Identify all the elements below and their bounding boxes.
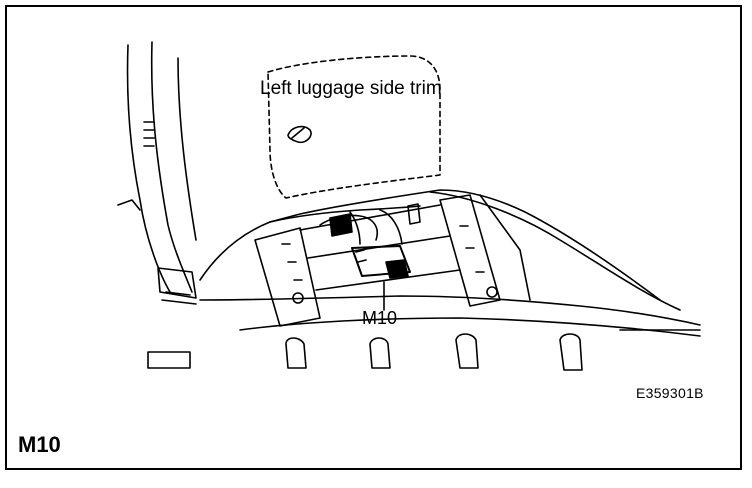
trim-callout-label: Left luggage side trim [260, 78, 442, 99]
luggage-side-trim [267, 55, 441, 199]
m10-connector [351, 245, 411, 279]
wire-harness [269, 203, 421, 245]
section-title: M10 [18, 432, 61, 457]
figure-code: E359301B [636, 385, 704, 401]
connector-callout-label: M10 [362, 308, 398, 328]
floor-panel [147, 189, 701, 371]
body-pillar [117, 41, 197, 305]
